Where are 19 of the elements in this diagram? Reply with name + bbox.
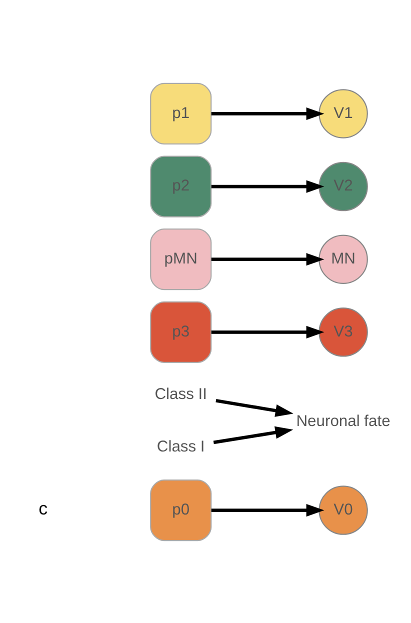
node-circle: V0 <box>318 485 368 534</box>
node-text: Neuronal fate <box>296 412 390 430</box>
arrow <box>211 180 324 192</box>
node-box: p0 <box>150 478 212 541</box>
node-circle: V3 <box>318 307 368 356</box>
arrow <box>211 325 324 338</box>
arrow <box>211 106 324 120</box>
arrow <box>216 398 294 416</box>
node-circle: V1 <box>318 88 368 138</box>
node-box: pMN <box>150 228 212 290</box>
node-box: p1 <box>150 82 212 144</box>
arrow <box>213 426 294 444</box>
node-text: Class II <box>154 386 207 403</box>
arrow <box>211 252 324 266</box>
node-text: Class I <box>156 438 205 456</box>
label: c <box>38 498 48 518</box>
node-box: p3 <box>150 300 212 362</box>
arrow <box>211 503 324 516</box>
node-circle: MN <box>318 234 368 284</box>
